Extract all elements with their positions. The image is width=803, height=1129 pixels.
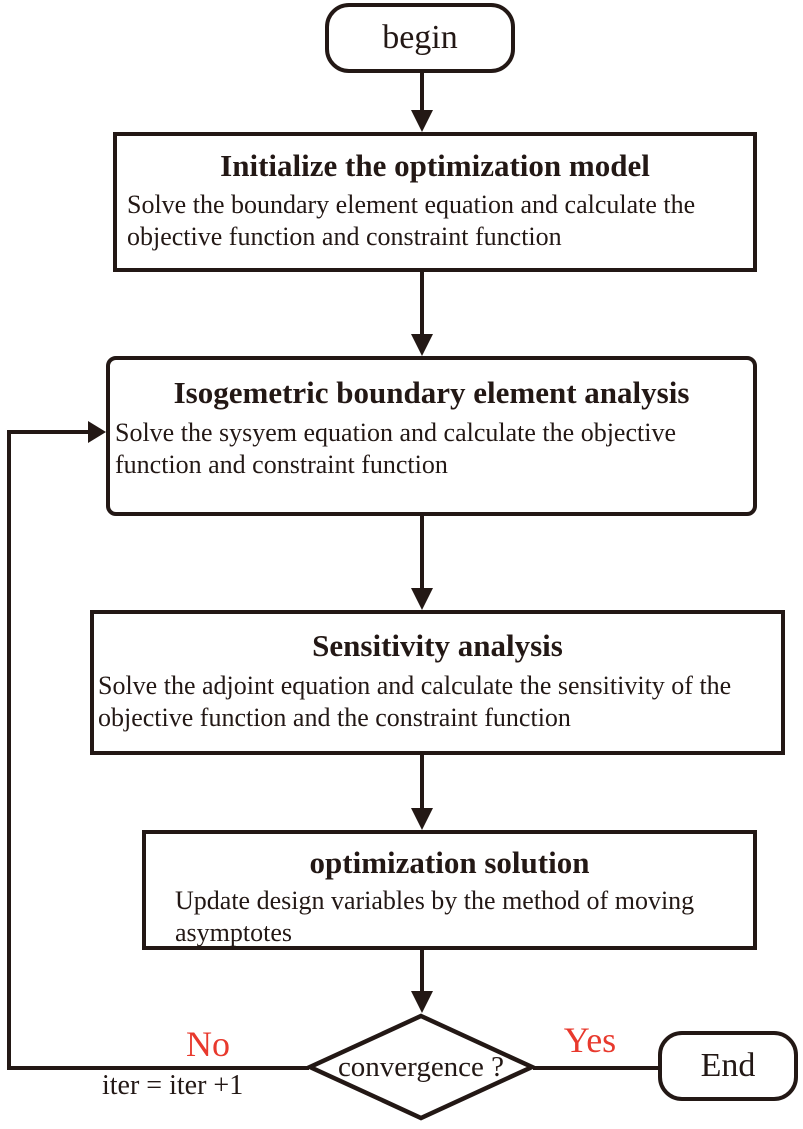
sensitivity-node: Sensitivity analysis Solve the adjoint e… [90,610,785,755]
connector-optimization-convergence [420,949,424,994]
end-node: End [658,1031,798,1101]
yes-edge-label: Yes [563,1020,617,1060]
igabem-node: Isogemetric boundary element analysis So… [106,356,757,516]
optimization-title: optimization solution [309,845,590,880]
arrow-down-icon [411,588,433,610]
sensitivity-body: Solve the adjoint equation and calculate… [98,670,732,732]
arrow-down-icon [411,110,433,132]
connector-loop-horizontal [9,430,89,434]
optimization-body: Update design variables by the method of… [175,885,695,947]
convergence-label: convergence ? [337,1050,505,1083]
connector-no-horizontal [9,1066,309,1070]
connector-loop-vertical [7,430,11,1070]
arrow-down-icon [411,808,433,830]
connector-initialize-igabem [420,271,424,337]
optimization-node: optimization solution Update design vari… [142,830,757,950]
iteration-update-label: iter = iter +1 [102,1070,244,1101]
initialize-title: Initialize the optimization model [220,148,650,183]
sensitivity-title: Sensitivity analysis [312,628,563,663]
initialize-body: Solve the boundary element equation and … [127,189,696,251]
begin-node: begin [325,3,515,73]
arrow-down-icon [411,991,433,1013]
convergence-node: convergence ? [307,1013,535,1121]
igabem-body: Solve the sysyem equation and calculate … [115,417,676,479]
diamond-shape-icon [307,1013,535,1121]
connector-igabem-sensitivity [420,515,424,591]
igabem-title: Isogemetric boundary element analysis [173,375,690,410]
arrow-down-icon [411,334,433,356]
initialize-node: Initialize the optimization model Solve … [113,132,757,272]
connector-sensitivity-optimization [420,754,424,811]
connector-yes-horizontal [533,1066,659,1070]
arrow-right-icon [88,421,106,443]
no-edge-label: No [186,1024,230,1064]
connector-begin-initialize [420,71,424,113]
